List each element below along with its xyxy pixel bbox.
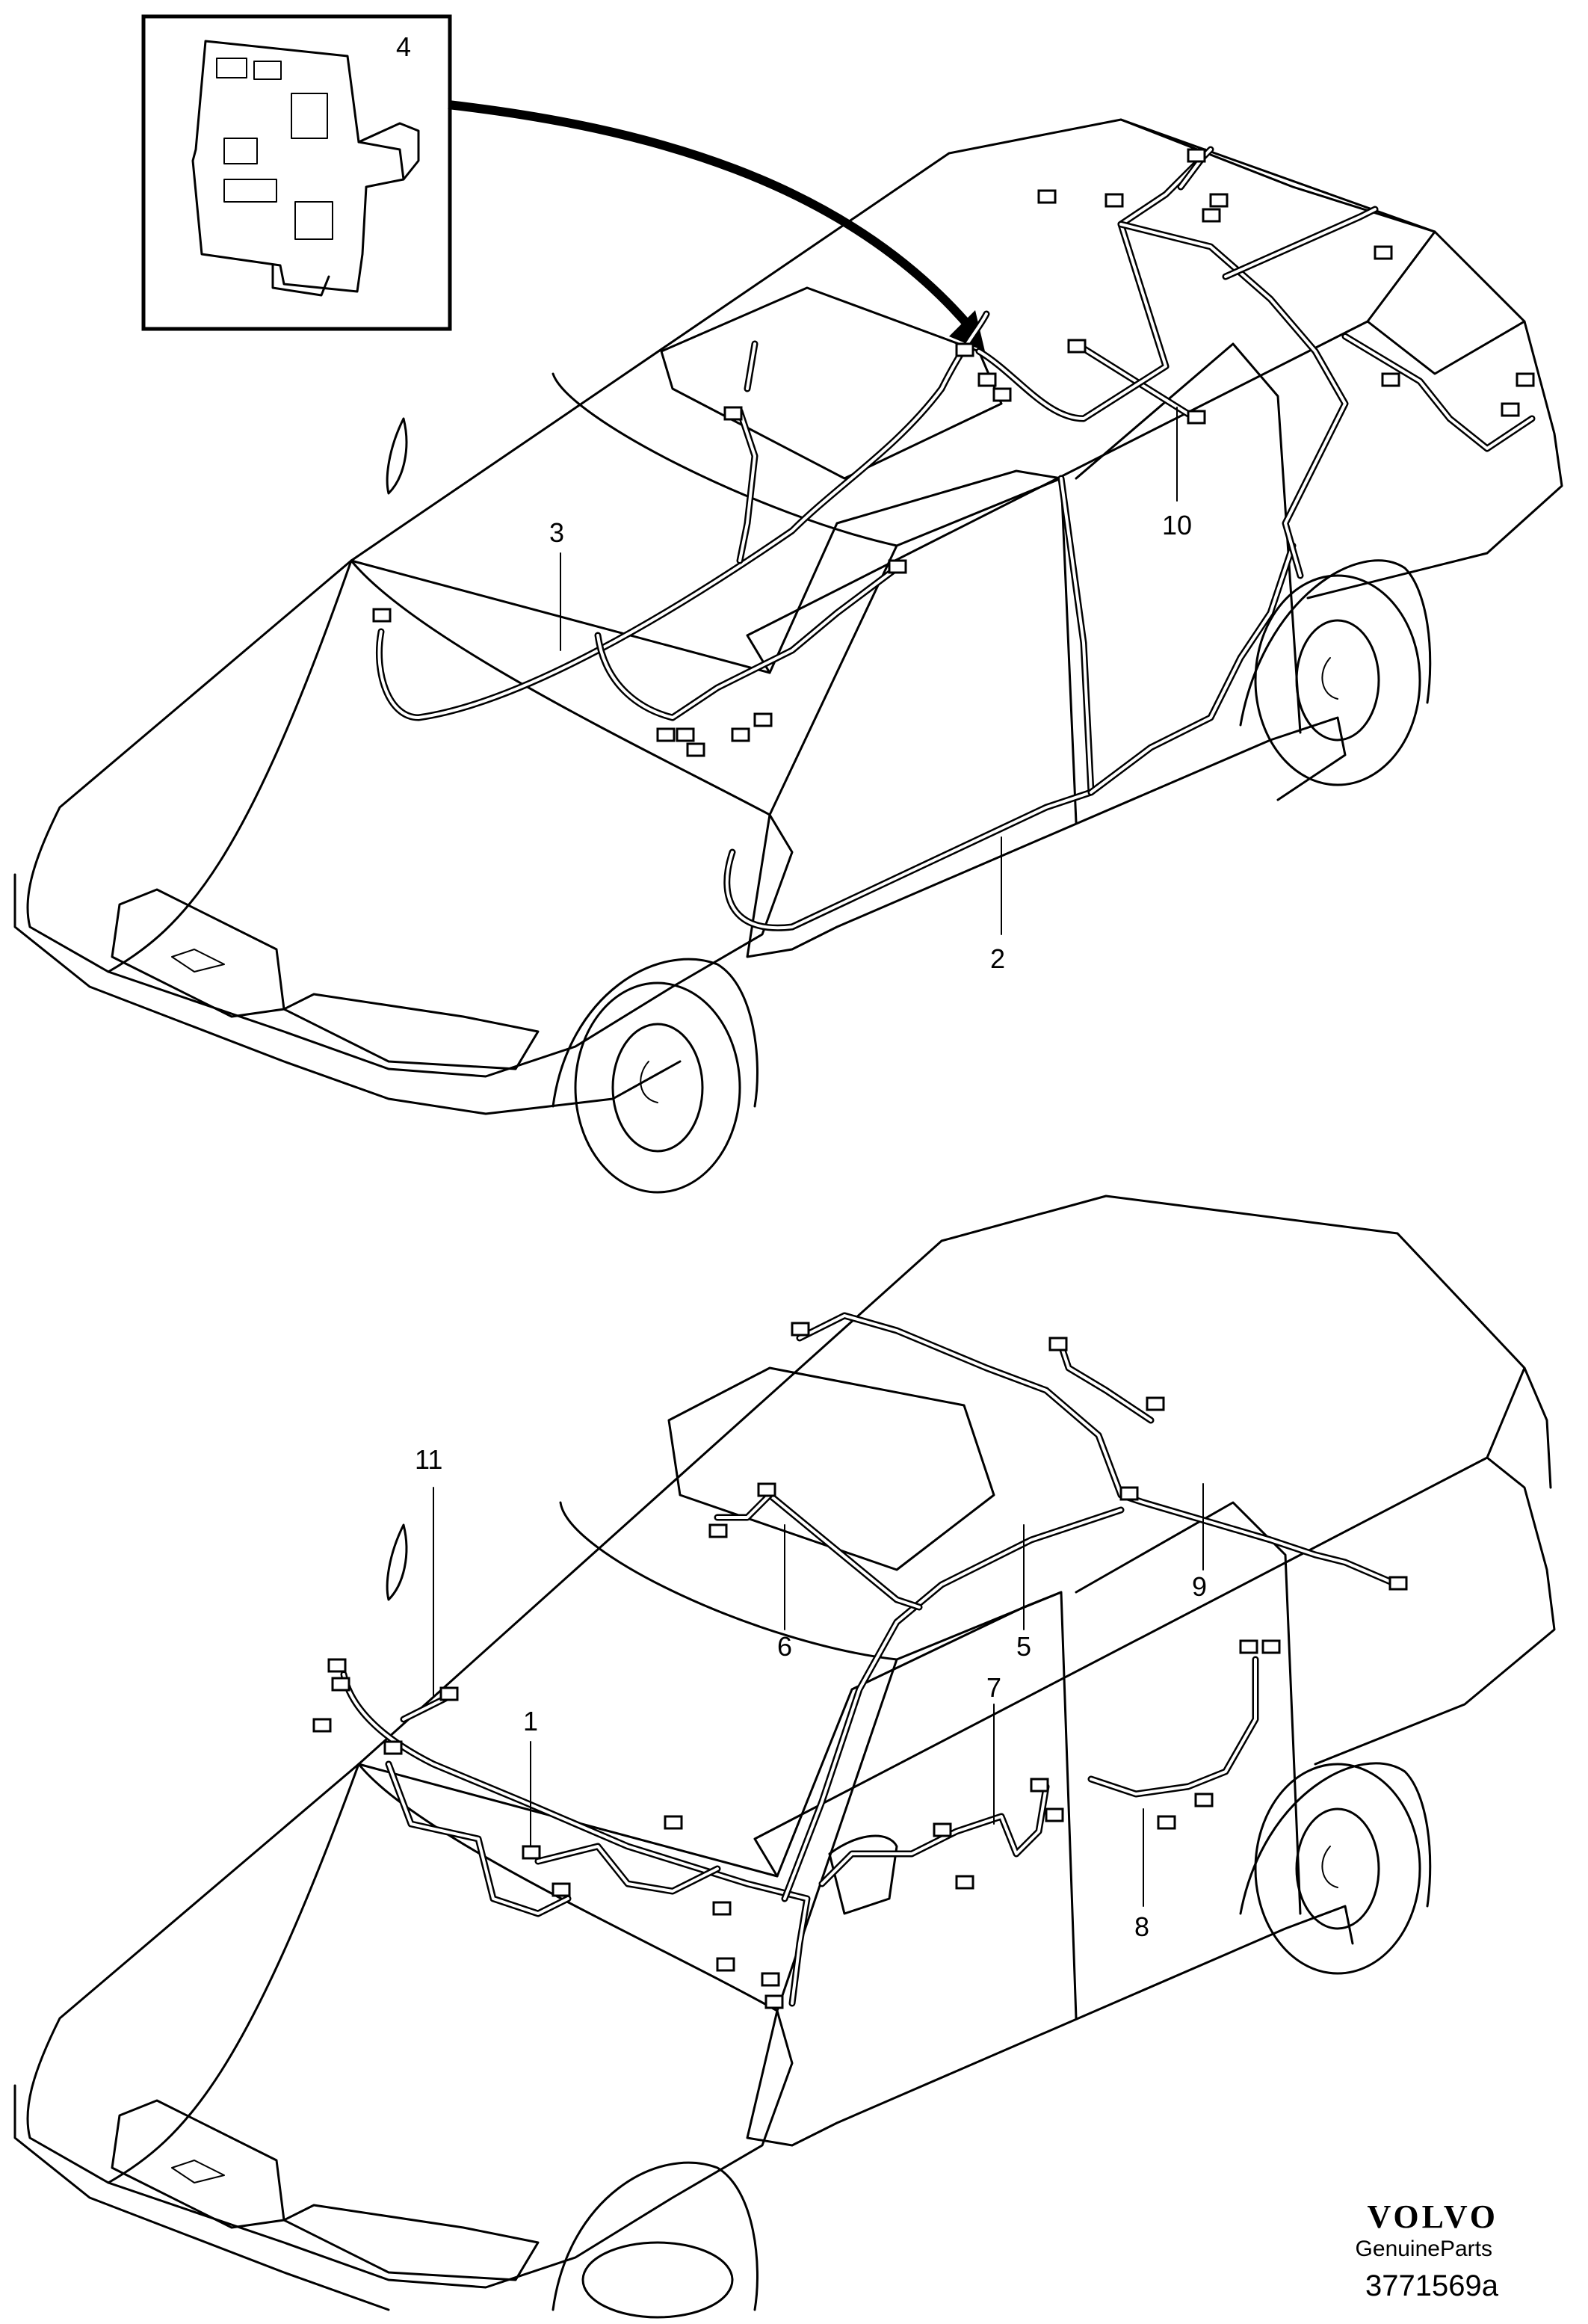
brand-subtitle: GenuineParts [1355, 2237, 1492, 2261]
car-body-outline [13, 1195, 1556, 2319]
callout-7: 7 [986, 1672, 1001, 1703]
callout-3: 3 [549, 517, 564, 548]
callout-11: 11 [415, 1444, 442, 1475]
callout-2: 2 [990, 943, 1005, 974]
callout-10: 10 [1162, 510, 1192, 540]
wiring-harness-1 [340, 1671, 811, 2007]
wiring-harness-9 [796, 1312, 1401, 1588]
callout-leaders-bottom [433, 1483, 1204, 1907]
leader-arrow [448, 100, 985, 351]
brand-logo: VOLVO [1367, 2198, 1498, 2235]
wiring-harness-8 [1087, 1656, 1259, 1798]
wiring-harness-3 [375, 310, 990, 721]
bottom-car: 11 1 6 5 7 8 9 [13, 1195, 1556, 2319]
wiring-harness-2 [723, 475, 1297, 931]
callout-6: 6 [777, 1631, 792, 1662]
callout-4: 4 [396, 31, 411, 62]
callout-leaders-top [560, 407, 1178, 935]
callout-1: 1 [523, 1706, 538, 1736]
callout-9: 9 [1192, 1571, 1207, 1602]
wiring-harness-6 [714, 1491, 923, 1611]
callout-8: 8 [1134, 1911, 1149, 1942]
callout-5: 5 [1016, 1631, 1031, 1662]
top-car: 3 2 10 [13, 118, 1563, 1194]
wiring-harness-7 [818, 1783, 1050, 1887]
fuse-relay-panel-drawing [191, 40, 420, 297]
wiring-harness-rear [975, 146, 1536, 579]
wiring-harness-5 [781, 1506, 1125, 1902]
connectors-bottom [312, 1322, 1408, 2009]
wiring-harness-10 [1072, 340, 1199, 422]
diagram-id: 3771569a [1365, 2269, 1498, 2302]
detail-inset-4: 4 [141, 14, 452, 331]
connectors-top [372, 148, 1535, 757]
